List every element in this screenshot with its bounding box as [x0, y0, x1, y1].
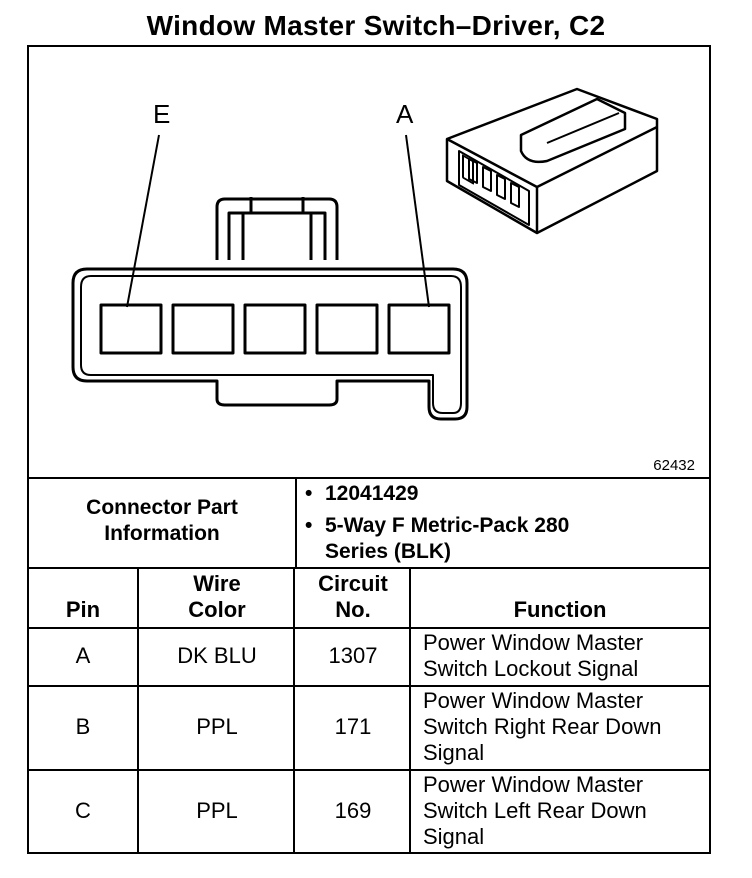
row-a-circuit: 1307	[328, 643, 378, 668]
cavity-a	[387, 303, 451, 355]
connector-part-list: 12041429 5-Way F Metric-Pack 280 Series …	[299, 481, 699, 565]
connector-info-label: Connector Part Information	[86, 496, 238, 545]
row-b-wire-color: PPL	[196, 714, 238, 739]
connector-frame: E A 62432 Connector Part Information 120…	[27, 45, 711, 854]
cavity-e	[99, 303, 163, 355]
header-circuit: Circuit No.	[318, 571, 388, 622]
cavity-d	[171, 303, 235, 355]
divider	[29, 685, 709, 687]
row-b-function: Power Window Master Switch Right Rear Do…	[423, 688, 662, 765]
pin-e-label: E	[153, 99, 171, 129]
divider	[29, 477, 709, 479]
divider	[29, 627, 709, 629]
divider	[137, 567, 139, 854]
connector-face-drawing	[71, 87, 659, 421]
figure-number: 62432	[653, 457, 695, 474]
divider	[293, 567, 295, 854]
row-b-circuit: 171	[334, 714, 372, 739]
row-c-pin: C	[75, 798, 91, 823]
row-c-function: Power Window Master Switch Left Rear Dow…	[423, 772, 647, 849]
row-b-pin: B	[75, 714, 91, 739]
document-title: Window Master Switch–Driver, C2	[146, 10, 606, 41]
header-wire-color: Wire Color	[188, 571, 246, 622]
part-description: 5-Way F Metric-Pack 280 Series (BLK)	[299, 513, 699, 565]
divider	[29, 769, 709, 771]
row-a-function: Power Window Master Switch Lockout Signa…	[423, 630, 644, 681]
row-c-wire-color: PPL	[196, 798, 238, 823]
divider	[295, 477, 297, 567]
header-pin: Pin	[65, 597, 101, 622]
pin-a-label: A	[396, 99, 414, 129]
header-function: Function	[513, 597, 607, 622]
row-c-circuit: 169	[334, 798, 372, 823]
cavity-c	[243, 303, 307, 355]
part-number: 12041429	[299, 481, 699, 507]
divider	[409, 567, 411, 854]
divider	[29, 567, 709, 569]
cavity-b	[315, 303, 379, 355]
row-a-wire-color: DK BLU	[177, 643, 257, 668]
connector-diagram: E A 62432	[29, 47, 709, 479]
row-a-pin: A	[75, 643, 91, 668]
